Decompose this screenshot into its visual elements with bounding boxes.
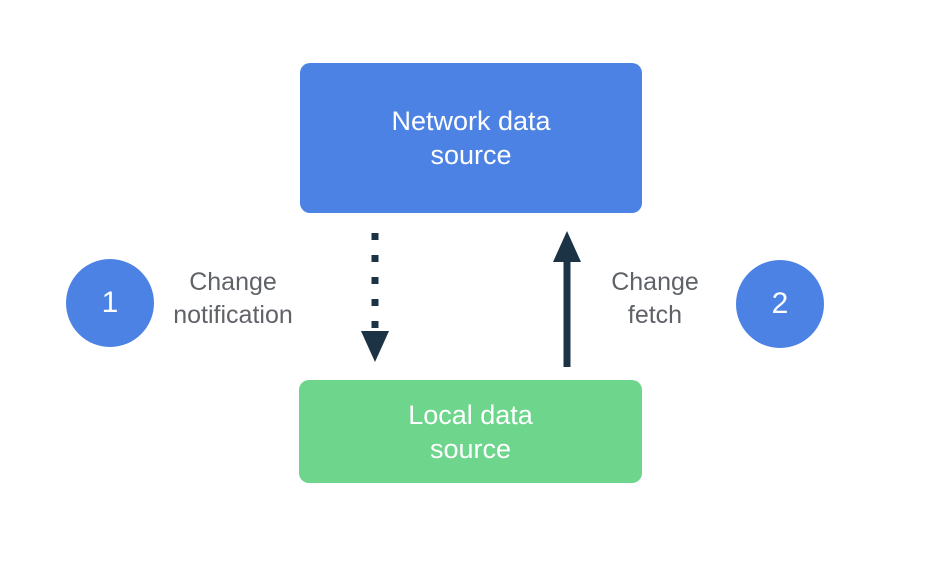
change-notification-arrow xyxy=(361,233,389,362)
step-2-number: 2 xyxy=(771,287,789,320)
step-1-badge: 1 xyxy=(66,259,154,347)
change-fetch-label-line1: Change xyxy=(611,268,699,296)
step-2-badge: 2 xyxy=(736,260,824,348)
change-fetch-label: Change fetch xyxy=(555,266,755,332)
local-node-label-line1: Local data xyxy=(408,399,533,430)
step-1-number: 1 xyxy=(101,286,119,319)
local-data-source-node: Local data source xyxy=(299,380,642,483)
network-node-label-line2: source xyxy=(430,140,512,170)
change-notification-label: Change notification xyxy=(133,266,333,332)
network-data-source-node: Network data source xyxy=(300,63,642,213)
network-node-label-line1: Network data xyxy=(391,106,551,136)
change-fetch-arrowhead-up-icon xyxy=(553,231,581,262)
change-notification-arrowhead-down-icon xyxy=(361,331,389,362)
local-node-label-line2: source xyxy=(429,433,512,464)
change-fetch-label-line2: fetch xyxy=(627,301,683,329)
change-notification-label-line2: notification xyxy=(173,301,293,329)
change-notification-label-line1: Change xyxy=(189,268,277,296)
